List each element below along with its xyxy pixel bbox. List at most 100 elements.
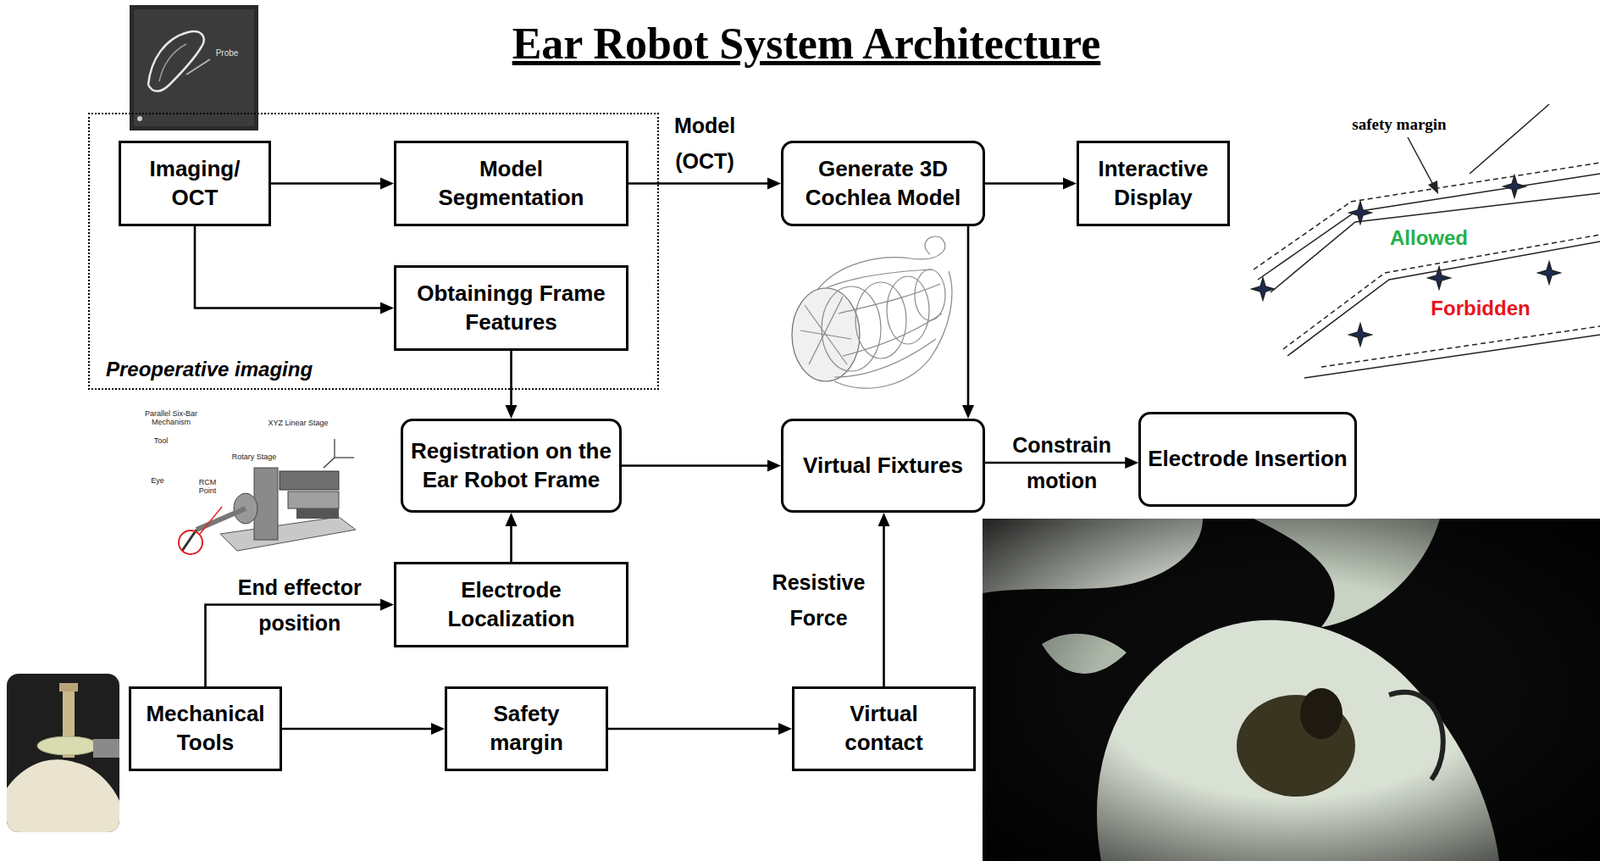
robot-illustration	[196, 508, 246, 530]
oct-image	[186, 59, 211, 75]
robot-illustration	[178, 438, 356, 554]
safety-margin-sketch	[1304, 334, 1600, 378]
arrowhead	[878, 512, 891, 526]
tool-photo	[93, 738, 120, 758]
box-label: Model Segmentation	[426, 155, 597, 213]
annotation-label: XYZ Linear Stage	[267, 419, 328, 428]
process-box: Interactive Display	[1076, 140, 1230, 227]
cochlea-wireframe	[834, 338, 936, 377]
cochlea-wireframe	[886, 276, 930, 344]
box-label: Registration on the Ear Robot Frame	[407, 437, 615, 495]
safety-margin-sketch	[1251, 277, 1274, 300]
safety-margin-sketch	[1253, 162, 1600, 270]
diagram-title: Ear Robot System Architecture	[512, 18, 1102, 70]
connector	[985, 456, 1139, 469]
annotation-label: Probe	[215, 48, 239, 58]
safety-margin-sketch	[1469, 104, 1550, 174]
box-label: Mechanical Tools	[142, 699, 270, 758]
edge-label: End effector position	[238, 575, 362, 635]
edge-label: Constrain motion	[1012, 432, 1112, 493]
box-label: Electrode Insertion	[1147, 444, 1348, 474]
box-label: Generate 3D Cochlea Model	[798, 155, 969, 213]
endoscope-photo	[982, 518, 1600, 861]
tool-photo	[6, 673, 120, 832]
process-box: Virtual contact	[791, 686, 976, 771]
tool-photo	[59, 682, 78, 692]
oct-image	[129, 5, 259, 131]
tool-photo	[6, 673, 120, 832]
annotation-label: RCM Point	[193, 478, 222, 496]
process-box: Safety margin	[444, 686, 609, 771]
cochlea-wireframe	[800, 330, 852, 339]
connector-line	[967, 226, 970, 407]
box-label: Virtual Fixtures	[802, 451, 964, 481]
connector-line	[509, 524, 513, 562]
connector-line	[608, 727, 781, 731]
connector	[878, 512, 891, 687]
cochlea-wireframe	[838, 283, 941, 314]
annotation-label: Parallel Six-Bar Mechanism	[137, 409, 205, 427]
tool-photo	[6, 758, 120, 832]
arrowhead	[1062, 177, 1077, 190]
arrowhead	[505, 404, 518, 419]
connector-line	[194, 226, 383, 309]
connector	[505, 512, 518, 562]
box-label: Virtual contact	[820, 699, 948, 758]
group-label: Preoperative imaging	[105, 357, 313, 383]
cochlea-wireframe	[914, 269, 946, 321]
group-region: Preoperative imaging Imaging/ OCT Model Se…	[88, 112, 659, 390]
robot-illustration	[279, 470, 339, 490]
robot-illustration	[333, 438, 335, 458]
connector-line	[985, 461, 1127, 465]
arrowhead	[767, 177, 781, 190]
robot-illustration	[323, 457, 335, 468]
box-label: Obtainingg Frame Features	[405, 279, 618, 338]
process-box: Obtainingg Frame Features	[393, 265, 629, 351]
annotation-label: Rotary Stage	[232, 453, 277, 462]
cochlea-wireframe	[808, 296, 843, 365]
tool-photo	[37, 736, 99, 755]
safety-margin-sketch	[1251, 104, 1600, 378]
edge-label-box: End effector position	[229, 569, 370, 641]
safety-margin-sketch	[1538, 261, 1561, 284]
robot-illustration	[199, 506, 222, 534]
safety-margin-sketch	[1270, 193, 1600, 293]
endoscope-photo	[982, 518, 1600, 861]
safety-margin-sketch	[1428, 180, 1439, 194]
box-label: Electrode Localization	[426, 575, 597, 634]
robot-illustration	[296, 508, 339, 519]
process-box: Imaging/ OCT	[118, 140, 272, 227]
rounded-process-box: Registration on the Ear Robot Frame	[400, 418, 622, 513]
annotation-label: Forbidden	[1430, 297, 1530, 320]
connector-line	[271, 182, 383, 185]
edge-label-box: Resistive Force	[764, 564, 875, 636]
safety-margin-sketch	[1349, 201, 1372, 224]
connector	[194, 226, 394, 315]
annotation-label: Allowed	[1389, 226, 1468, 250]
process-box: Mechanical Tools	[128, 686, 283, 771]
connector	[271, 177, 394, 190]
connector	[621, 459, 781, 472]
arrowhead	[380, 177, 394, 190]
cochlea-wireframe	[791, 287, 860, 382]
edge-label: Model (OCT)	[674, 113, 736, 173]
box-label: Imaging/ OCT	[139, 155, 250, 213]
rounded-process-box: Electrode Insertion	[1138, 411, 1357, 507]
cochlea-wireframe	[821, 286, 881, 371]
safety-margin-sketch	[1503, 175, 1526, 198]
robot-illustration	[287, 491, 339, 509]
process-box: Electrode Localization	[393, 561, 629, 648]
arrowhead	[1124, 456, 1139, 469]
rounded-process-box: Virtual Fixtures	[780, 418, 986, 513]
connector-line	[882, 524, 886, 687]
robot-illustration	[334, 456, 355, 458]
arrowhead	[767, 459, 781, 472]
connector	[282, 722, 445, 735]
annotation-label: Tool	[154, 437, 169, 446]
cochlea-wireframe	[791, 236, 953, 388]
annotation-label: Eye	[150, 476, 165, 486]
robot-illustration	[254, 467, 278, 540]
safety-margin-sketch	[1283, 234, 1600, 349]
oct-image	[129, 5, 259, 131]
connector	[608, 722, 792, 735]
